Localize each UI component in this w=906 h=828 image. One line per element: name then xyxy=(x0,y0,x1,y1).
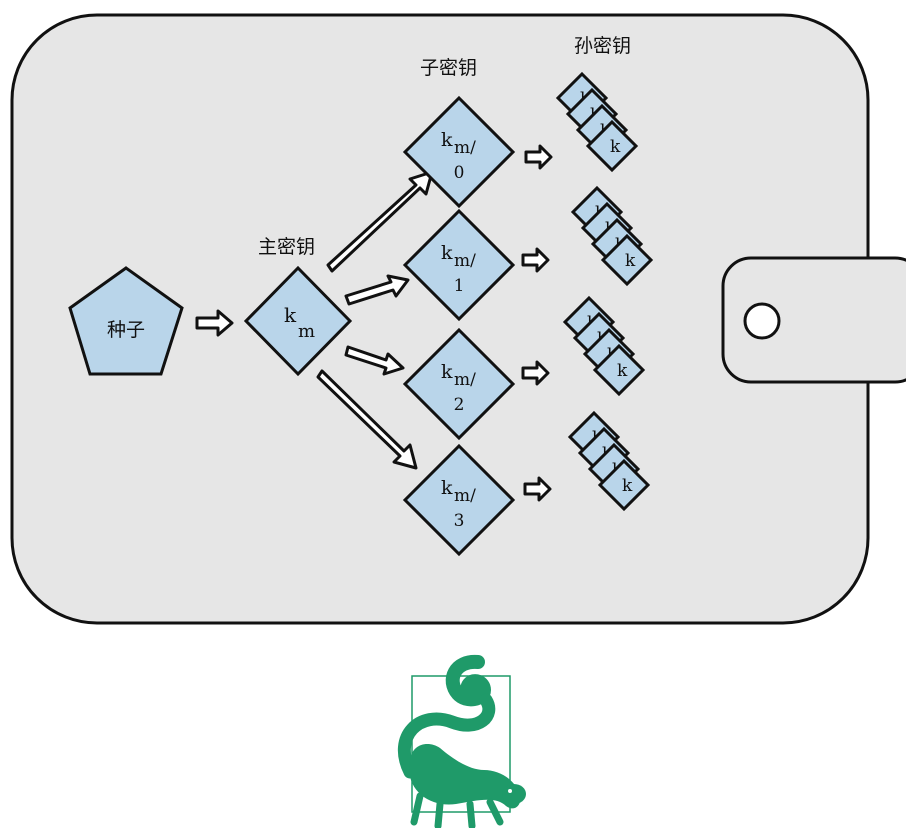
grandchild-key-3-3 xyxy=(597,458,651,512)
grandchild-key-2-3 xyxy=(592,343,646,397)
arrow-child-3-to-grandchildren xyxy=(523,476,552,502)
child-key-3: k m/ 3 xyxy=(402,443,516,557)
child-key-2-k: k xyxy=(441,361,453,383)
master-key-node: k m xyxy=(243,265,353,377)
child-key-2: k m/ 2 xyxy=(402,327,516,441)
grandchild-key-0-3-label: k xyxy=(610,137,621,157)
arrow-seed-to-master xyxy=(195,309,234,337)
child-key-0-index: 0 xyxy=(454,163,465,183)
child-key-3-sub: m/ xyxy=(454,486,476,506)
grandchild-key-0-3 xyxy=(585,119,639,173)
child-key-1: k m/ 1 xyxy=(402,208,516,322)
arrow-master-to-child-1 xyxy=(344,274,410,306)
arrow-master-to-child-0 xyxy=(326,170,434,273)
child-key-1-k: k xyxy=(441,242,453,264)
arrow-child-2-to-grandchildren xyxy=(521,360,550,386)
wallet-clasp-icon xyxy=(721,256,906,384)
master-key-sub: m xyxy=(298,321,315,342)
grandchild-keys: kkkkkkkkkkkkkkkk xyxy=(555,71,654,512)
lemur-logo-icon xyxy=(397,654,526,828)
grandchild-keys-label: 孙密钥 xyxy=(574,35,631,57)
child-key-1-sub: m/ xyxy=(454,251,476,271)
arrow-master-to-child-3 xyxy=(316,369,418,470)
master-key-k: k xyxy=(284,303,297,327)
grandchild-key-1-3-label: k xyxy=(625,251,636,271)
child-key-0-k: k xyxy=(441,129,453,151)
child-key-3-index: 3 xyxy=(454,511,465,531)
child-keys-label: 子密钥 xyxy=(420,57,477,79)
child-key-2-sub: m/ xyxy=(454,370,476,390)
master-key-label: 主密钥 xyxy=(258,236,315,258)
grandchild-key-3-3-label: k xyxy=(622,476,633,496)
arrow-child-1-to-grandchildren xyxy=(521,247,550,273)
child-key-2-index: 2 xyxy=(454,395,465,415)
seed-label: 种子 xyxy=(107,319,145,341)
seed-node: 种子 xyxy=(68,266,184,376)
arrow-child-0-to-grandchildren xyxy=(524,144,553,170)
arrow-master-to-child-2 xyxy=(344,345,405,376)
grandchild-key-2-3-label: k xyxy=(617,361,628,381)
grandchild-key-1-3 xyxy=(600,233,654,287)
child-key-0: k m/ 0 xyxy=(402,95,516,209)
child-key-1-index: 1 xyxy=(454,276,465,296)
child-key-3-k: k xyxy=(441,477,453,499)
child-key-0-sub: m/ xyxy=(454,138,476,158)
